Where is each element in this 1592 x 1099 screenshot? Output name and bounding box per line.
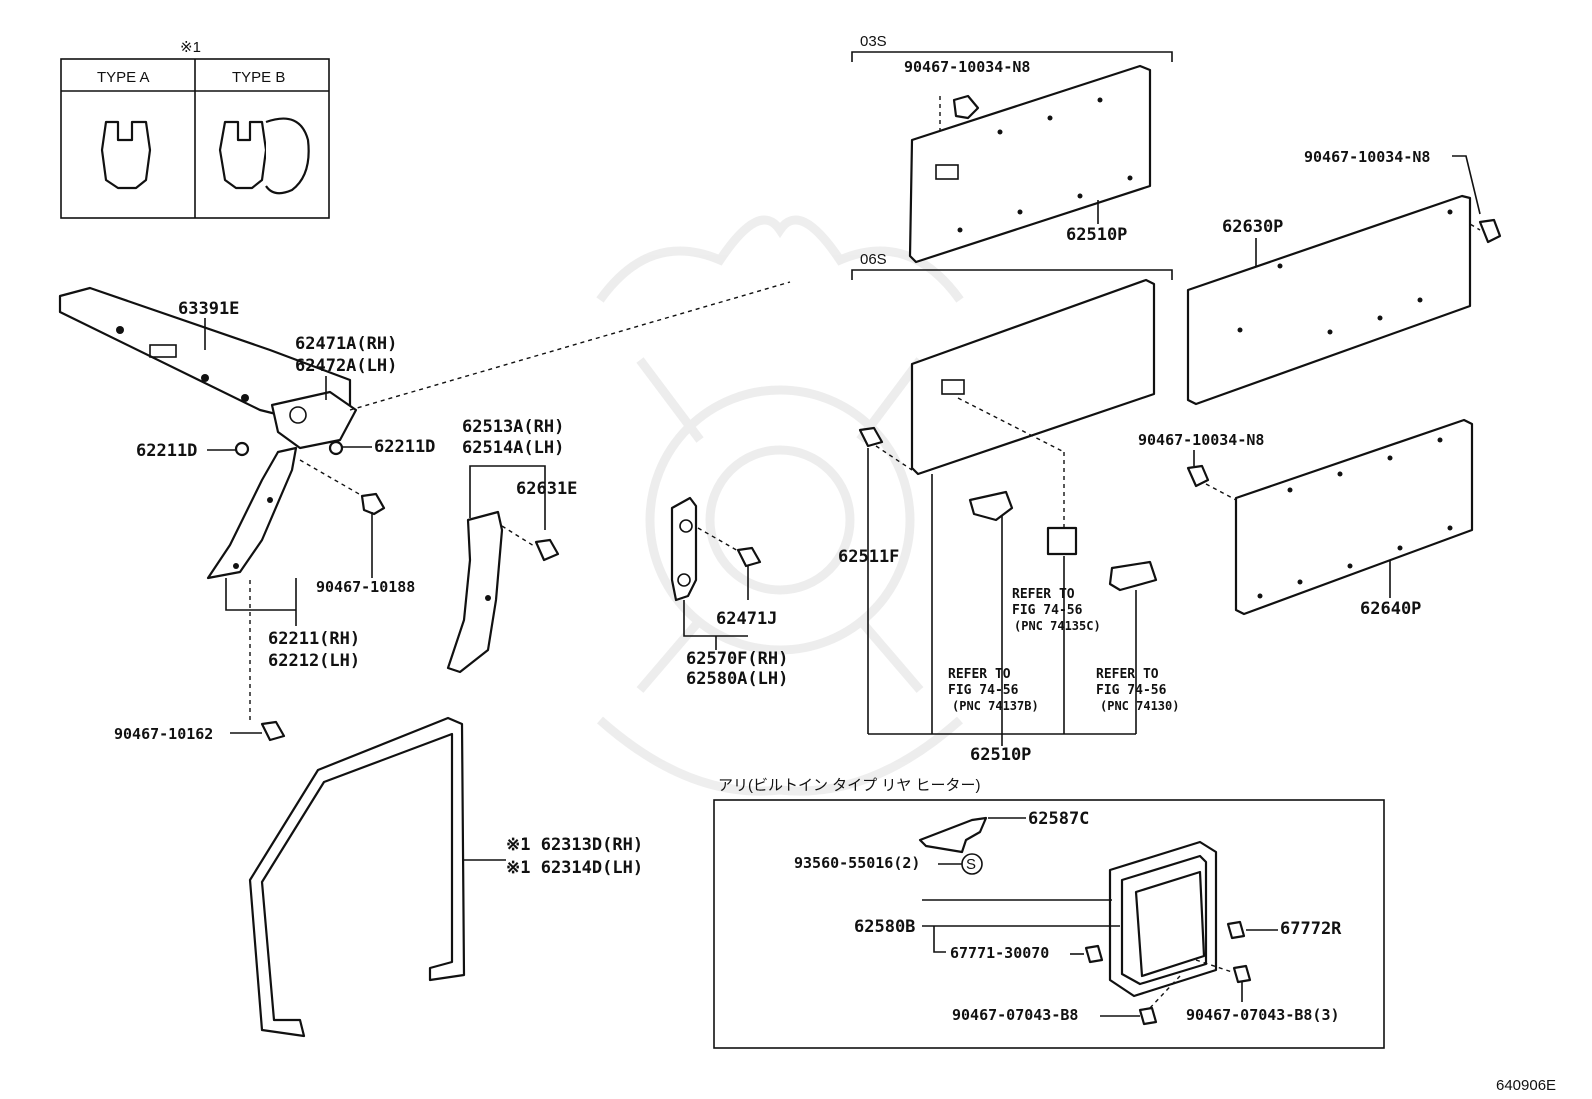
clip-type-a-icon [100, 120, 152, 190]
label-63391E: 63391E [178, 299, 239, 319]
trim-board-62630P [1186, 194, 1472, 406]
quarter-garnish-62570F [670, 496, 698, 602]
group-03S: 03S [860, 33, 887, 50]
label-90467-07043-B8-3: 90467-07043-B8(3) [1186, 1006, 1340, 1024]
trim-board-62640P [1234, 418, 1474, 616]
label-90467-10034-N8-top: 90467-10034-N8 [904, 58, 1030, 76]
heater-box-frame [713, 799, 1385, 1049]
label-62511F: 62511F [838, 547, 899, 567]
label-62211D-right: 62211D [374, 437, 435, 457]
door-trim-board-62510P-lower [910, 278, 1156, 476]
figure-code: 640906E [1496, 1077, 1556, 1094]
label-62510P-top: 62510P [1066, 225, 1127, 245]
clip-90467-10162-icon [260, 720, 286, 742]
label-90467-10188: 90467-10188 [316, 578, 415, 596]
label-62587C: 62587C [1028, 809, 1089, 829]
label-62211: 62211(RH) [268, 629, 360, 649]
ref3-line3: (PNC 74130) [1100, 699, 1179, 713]
label-90467-10162: 90467-10162 [114, 725, 213, 743]
clip-type-b-icon [218, 120, 268, 190]
handle-bezel-74135C-icon [968, 490, 1014, 522]
label-62212: 62212(LH) [268, 651, 360, 671]
screw-90467-07043-a-icon [1138, 1006, 1158, 1026]
label-67771-30070: 67771-30070 [950, 944, 1049, 962]
label-67772R: 67772R [1280, 919, 1342, 939]
ref2-line1: REFER TO [948, 667, 1011, 682]
label-62580A: 62580A(LH) [686, 669, 788, 689]
label-62471J: 62471J [716, 609, 777, 629]
label-62631E: 62631E [516, 479, 577, 499]
label-62513A: 62513A(RH) [462, 417, 564, 437]
ref1-line3: (PNC 74135C) [1014, 619, 1101, 633]
note-mark: ※1 [180, 39, 201, 56]
type-a-header: TYPE A [97, 69, 150, 86]
clip-90467-10188-icon [360, 492, 386, 516]
watermark-emblem [596, 215, 964, 796]
label-62514A: 62514A(LH) [462, 438, 564, 458]
clip-62211D-right-icon [328, 440, 344, 456]
ref1-line1: REFER TO [1012, 587, 1075, 602]
front-pillar-garnish-62211 [206, 446, 298, 580]
screw-67772R-icon [1226, 920, 1246, 940]
label-62313D: ※1 62313D(RH) [506, 835, 643, 855]
screw-90467-07043-b-icon [1232, 964, 1252, 984]
ref1-line2: FIG 74-56 [1012, 603, 1083, 618]
type-table: ※1 TYPE A TYPE B [60, 39, 330, 219]
door-trim-board-62510P-upper [908, 64, 1152, 264]
label-62640P: 62640P [1360, 599, 1421, 619]
label-62471A: 62471A(RH) [295, 334, 397, 354]
ref2-line3: (PNC 74137B) [952, 699, 1039, 713]
label-62570F: 62570F(RH) [686, 649, 788, 669]
heater-duct-62580B [1108, 840, 1218, 998]
clip-90467-10034-N8-top-icon [952, 94, 980, 120]
label-90467-10034-N8-mid: 90467-10034-N8 [1138, 431, 1264, 449]
label-62580B: 62580B [854, 917, 915, 937]
label-90467-07043-B8: 90467-07043-B8 [952, 1006, 1078, 1024]
bracket-62587C-icon [918, 816, 988, 854]
ref3-line1: REFER TO [1096, 667, 1159, 682]
ref2-line2: FIG 74-56 [948, 683, 1019, 698]
s-mark-icon [961, 853, 983, 875]
label-62630P: 62630P [1222, 217, 1283, 237]
clip-62511F-icon [858, 426, 884, 448]
clip-62211D-left-icon [234, 441, 250, 457]
s-mark-text: S [966, 856, 976, 873]
group-06S: 06S [860, 251, 887, 268]
screw-67771-icon [1084, 944, 1104, 964]
label-62211D-left: 62211D [136, 441, 197, 461]
center-pillar-garnish-62513A [446, 510, 504, 674]
switch-plate-74137B-icon [1046, 526, 1078, 556]
pillar-garnish-62471A [270, 390, 358, 450]
ref3-line2: FIG 74-56 [1096, 683, 1167, 698]
door-weatherstrip-62313D [248, 716, 466, 1038]
label-62472A: 62472A(LH) [295, 356, 397, 376]
ashtray-74130-icon [1108, 560, 1158, 592]
type-b-header: TYPE B [232, 69, 285, 86]
label-90467-10034-N8-right: 90467-10034-N8 [1304, 148, 1430, 166]
clip-62631E-icon [534, 538, 560, 562]
clip-90467-10034-N8-mid-icon [1186, 464, 1210, 488]
label-62510P-bottom: 62510P [970, 745, 1031, 765]
label-93560-55016: 93560-55016(2) [794, 854, 920, 872]
label-62314D: ※1 62314D(LH) [506, 858, 643, 878]
clip-90467-10034-N8-right-icon [1478, 218, 1502, 244]
heater-box-header: アリ(ビルトイン タイプ リヤ ヒーター) [718, 777, 981, 794]
clip-62471J-icon [736, 546, 762, 568]
